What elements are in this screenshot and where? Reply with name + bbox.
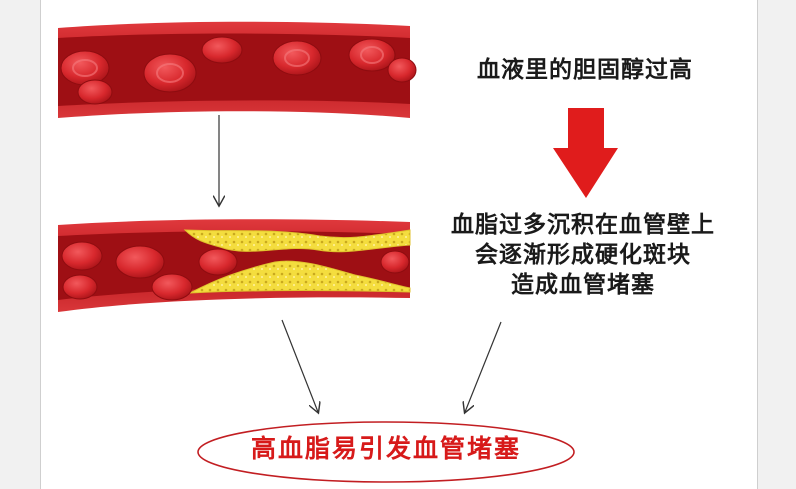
description-line-3: 造成血管堵塞 — [511, 272, 655, 298]
top-label: 血液里的胆固醇过高 — [477, 57, 693, 83]
description-line-1: 血脂过多沉积在血管壁上 — [451, 212, 715, 238]
blood-vessel-normal — [58, 21, 417, 118]
description-text: 血脂过多沉积在血管壁上 会逐渐形成硬化斑块 造成血管堵塞 — [418, 210, 748, 300]
blood-vessel-plaque — [58, 219, 411, 312]
arrow-to-conclusion-right — [465, 321, 502, 412]
conclusion-ellipse — [197, 421, 575, 483]
arrow-to-conclusion-left — [281, 319, 318, 412]
red-down-arrow — [553, 108, 618, 198]
description-line-2: 会逐渐形成硬化斑块 — [475, 242, 691, 268]
conclusion-text: 高血脂易引发血管堵塞 — [250, 434, 521, 463]
